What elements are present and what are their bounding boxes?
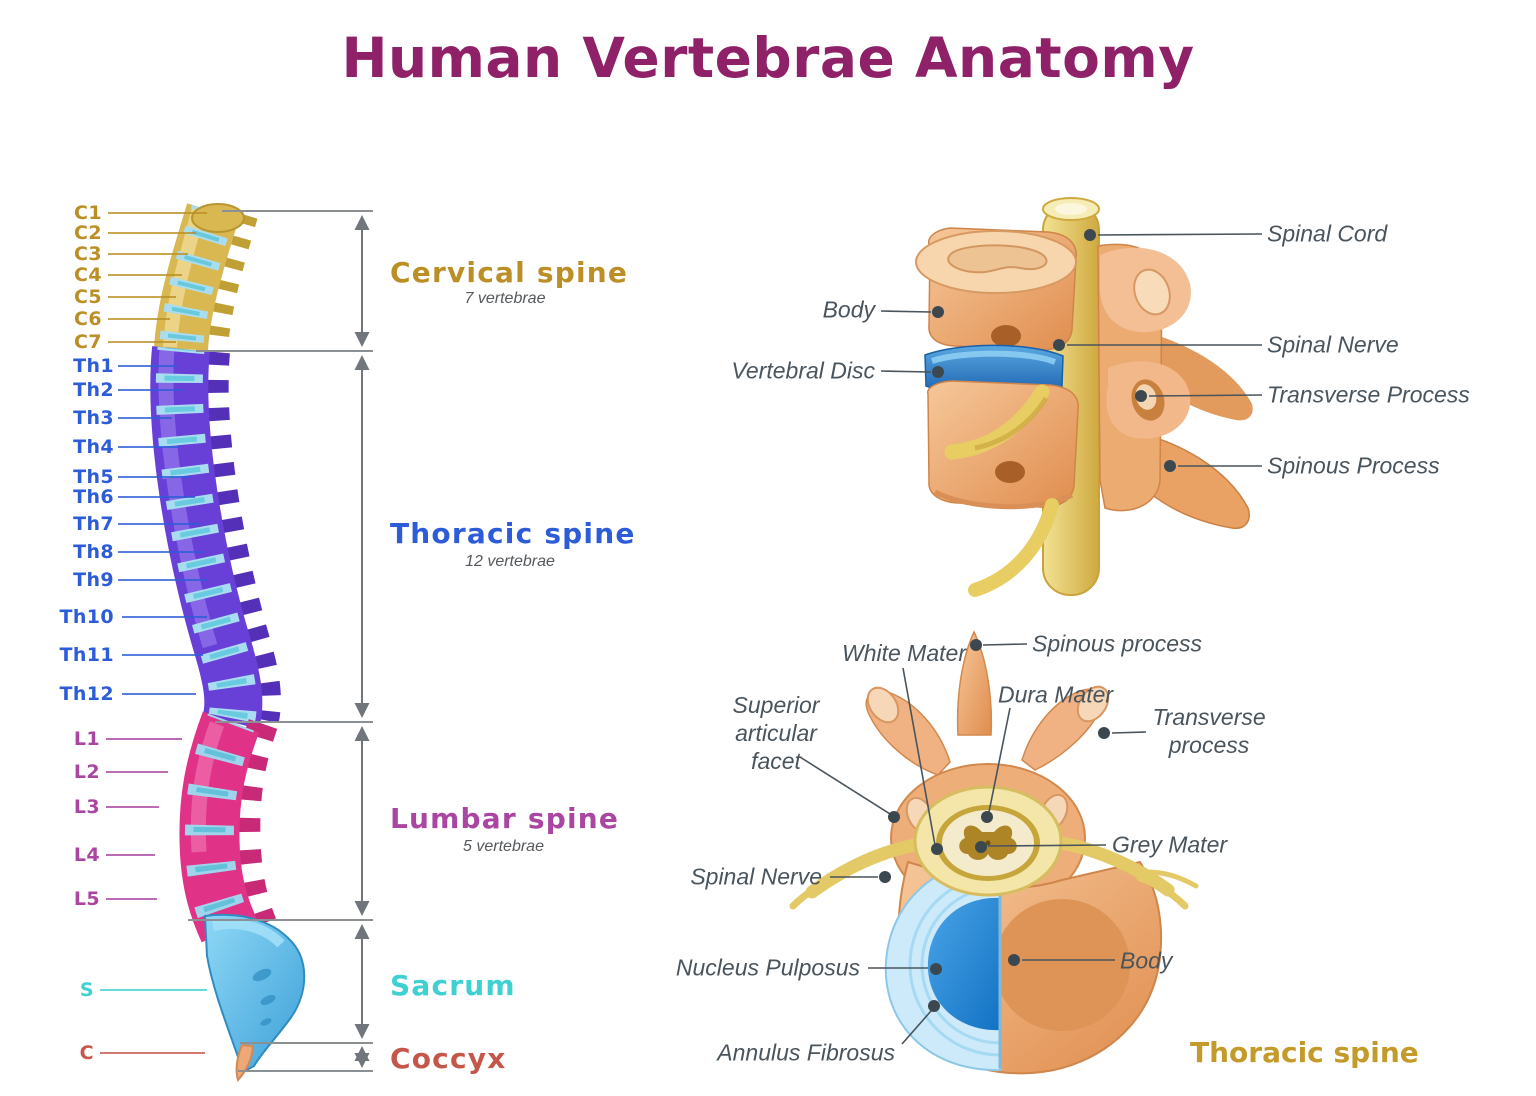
- vertebra-label-th5: Th5: [73, 466, 114, 488]
- vertebra-leader-lines: [100, 212, 207, 1054]
- vertebra-label-c3: C3: [74, 243, 102, 265]
- top-view-illustration: [789, 630, 1199, 1075]
- vertebra-label-th6: Th6: [73, 486, 114, 508]
- thoracic-art: [150, 346, 281, 730]
- vertebra-label-c2: C2: [74, 222, 102, 244]
- label-body-side: Body: [822, 296, 875, 323]
- vertebra-label-th11: Th11: [59, 644, 114, 666]
- label-spinal-cord: Spinal Cord: [1267, 220, 1388, 247]
- top-view-caption: Thoracic spine: [1190, 1036, 1419, 1069]
- vertebra-label-th3: Th3: [73, 407, 114, 429]
- label-nucleus-pulposus: Nucleus Pulposus: [675, 954, 860, 981]
- label-vertebral-disc: Vertebral Disc: [731, 357, 875, 384]
- vertebra-label-l4: L4: [73, 844, 100, 866]
- label-transverse-process-side: Transverse Process: [1267, 381, 1470, 408]
- section-title-thoracic: Thoracic spine: [390, 517, 636, 550]
- page-title: Human Vertebrae Anatomy: [341, 26, 1195, 90]
- label-transverse-process-top: Transverse process: [1152, 703, 1266, 758]
- label-white-mater: White Mater: [842, 639, 966, 666]
- vertebra-label-c1: C1: [74, 202, 102, 224]
- top-view-annotations: [799, 643, 1147, 1045]
- spine-illustration: [150, 203, 306, 1082]
- vertebra-label-c5: C5: [74, 286, 102, 308]
- side-view-annotations: [880, 233, 1263, 467]
- label-spinous-process-side: Spinous Process: [1267, 452, 1440, 479]
- vertebra-label-th2: Th2: [73, 379, 114, 401]
- label-dura-mater: Dura Mater: [998, 681, 1114, 708]
- section-brackets: [188, 210, 373, 1072]
- label-body-top: Body: [1120, 947, 1173, 974]
- vertebra-label-c6: C6: [74, 308, 102, 330]
- section-subtitle-cervical: 7 vertebrae: [464, 290, 546, 307]
- vertebra-label-coccyx: C: [79, 1042, 94, 1064]
- vertebra-label-th10: Th10: [59, 606, 114, 628]
- vertebra-label-s: S: [79, 979, 94, 1001]
- vertebra-label-th8: Th8: [73, 541, 114, 563]
- vertebra-label-l3: L3: [73, 796, 100, 818]
- cervical-art: [154, 203, 258, 352]
- section-title-sacrum: Sacrum: [390, 969, 516, 1002]
- vertebra-label-th1: Th1: [73, 355, 114, 377]
- vertebra-label-th4: Th4: [73, 436, 114, 458]
- vertebra-label-l5: L5: [73, 888, 100, 910]
- side-view-illustration: [915, 197, 1253, 597]
- lumbar-art: [179, 711, 278, 943]
- vertebra-label-c4: C4: [74, 264, 102, 286]
- label-superior-articular-facet: Superior articular facet: [732, 691, 820, 775]
- vertebra-label-c7: C7: [74, 331, 102, 353]
- label-spinal-nerve-side: Spinal Nerve: [1267, 331, 1399, 358]
- side-view-dots: [932, 229, 1176, 472]
- vertebra-label-th12: Th12: [59, 683, 114, 705]
- vertebra-label-th7: Th7: [73, 513, 114, 535]
- vertebra-label-th9: Th9: [73, 569, 114, 591]
- label-annulus-fibrosus: Annulus Fibrosus: [717, 1039, 895, 1066]
- sacrum-art: [203, 913, 306, 1074]
- label-spinous-process-top: Spinous process: [1032, 630, 1203, 657]
- section-title-cervical: Cervical spine: [390, 256, 629, 289]
- label-spinal-nerve-top: Spinal Nerve: [690, 863, 822, 890]
- vertebra-label-l1: L1: [73, 728, 100, 750]
- section-title-coccyx: Coccyx: [390, 1042, 507, 1075]
- section-title-lumbar: Lumbar spine: [390, 802, 620, 835]
- section-subtitle-thoracic: 12 vertebrae: [465, 553, 555, 570]
- top-view-dots: [879, 639, 1110, 1012]
- label-grey-mater: Grey Mater: [1112, 831, 1228, 858]
- section-subtitle-lumbar: 5 vertebrae: [463, 838, 544, 855]
- vertebra-label-l2: L2: [73, 761, 100, 783]
